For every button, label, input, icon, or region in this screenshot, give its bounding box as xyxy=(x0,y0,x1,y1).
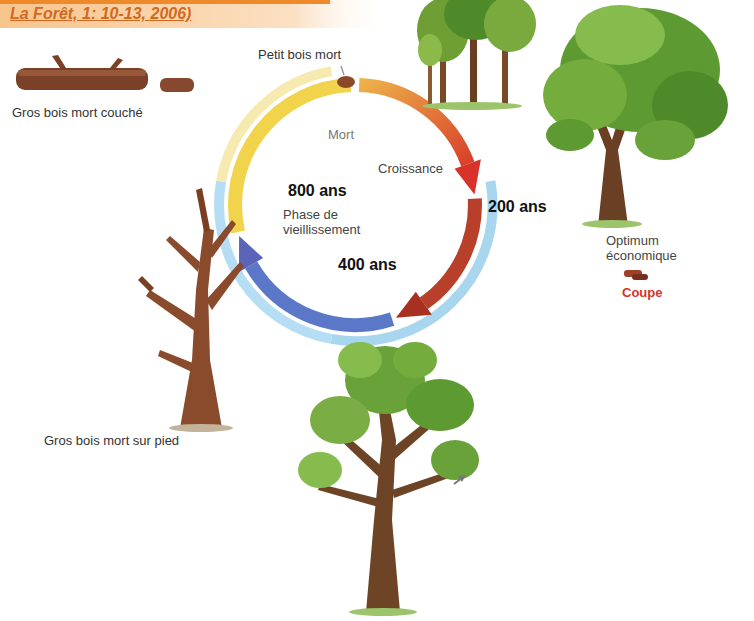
ageing-tree xyxy=(298,342,479,616)
maturity-arc xyxy=(424,199,475,304)
stage-label: Petit bois mort xyxy=(258,48,341,63)
source-band xyxy=(0,0,390,28)
age-label: 400 ans xyxy=(338,256,397,274)
standing-dead-tree xyxy=(138,188,244,432)
mature-oak xyxy=(543,5,728,228)
stage-label: Gros bois mort couché xyxy=(12,106,143,121)
source-citation: La Forêt, 1: 10-13, 2006) xyxy=(10,5,191,23)
source-band-line xyxy=(0,0,330,4)
young-trees xyxy=(417,0,536,110)
phase-label: Phase de vieillissement xyxy=(283,208,375,238)
age-label: 200 ans xyxy=(488,198,547,216)
ageing-arc xyxy=(251,265,392,325)
arrow-head xyxy=(455,159,481,194)
phase-label: Mort xyxy=(328,128,354,143)
cut-logs-icon xyxy=(624,270,648,280)
small-dead-wood xyxy=(337,76,355,88)
arrow-head xyxy=(396,292,432,318)
stage-label: Optimum économique xyxy=(606,234,696,264)
leader-line xyxy=(341,66,344,75)
stage-label: Gros bois mort sur pied xyxy=(44,434,179,449)
outer-band xyxy=(331,181,492,341)
fallen-dead-wood xyxy=(16,55,194,92)
cut-label: Coupe xyxy=(622,286,662,301)
phase-label: Croissance xyxy=(378,162,443,177)
age-label: 800 ans xyxy=(288,182,347,200)
growth-arc xyxy=(359,85,468,164)
